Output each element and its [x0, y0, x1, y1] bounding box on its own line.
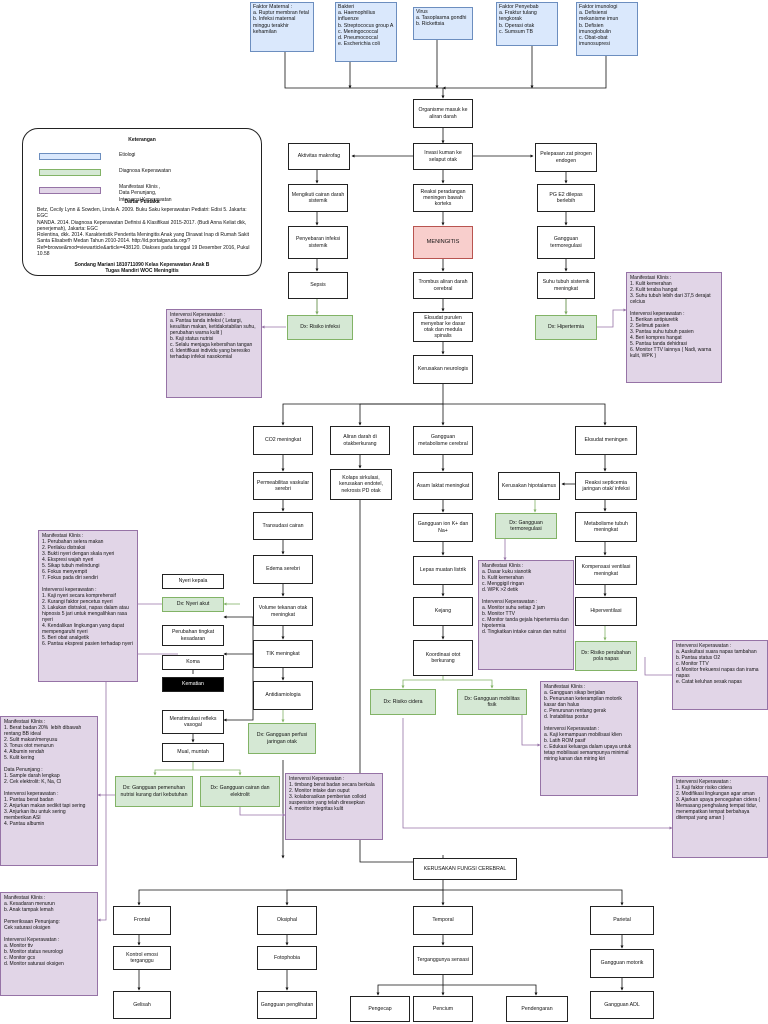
kontrol-emosi-node: Kontrol emosi terganggu: [113, 946, 171, 970]
pengecap-node: Pengecap: [350, 996, 410, 1022]
eksudat-purulen-node: Eksudat purulen menyebar ke dasar otak d…: [413, 312, 473, 342]
aliran-darah-node: Aliran darah di otakberkurang: [330, 426, 390, 455]
gangguan-ion-node: Gangguan ion K+ dan Na+: [413, 513, 473, 542]
legend-swatch-diagnosa: [39, 169, 101, 176]
intervensi-cairan-box: Intervensi Keperawatan : 1. timbang bera…: [285, 773, 383, 840]
terganggunya-sensasi-node: Terganggunya sensasi: [413, 946, 473, 975]
koma-node: Koma: [162, 655, 224, 670]
tik-node: TIK meningkat: [253, 640, 313, 668]
invasi-node: Invasi kuman ke selaput otak: [413, 143, 473, 170]
mual-node: Mual, muntah: [162, 743, 224, 762]
kerusakan-neurologis-node: Kerusakan neurologis: [413, 355, 473, 384]
author-footer: Sondang Mariani 1810711090 Kelas Keperaw…: [74, 262, 210, 275]
faktor-penyebab-node: Faktor Penyebab a. Fraktur tulang tengko…: [496, 2, 558, 46]
kerusakan-fungsi-node: KERUSAKAN FUNGSI CEREBRAL: [413, 858, 517, 880]
perubahan-kesadaran-node: Perubahan tingkat kesadaran: [162, 625, 224, 646]
pg-e2-node: PG E2 dilepas berlebih: [537, 184, 595, 212]
kolaps-sirkulasi-node: Kolaps sirkulasi, kerusakan endotel, nek…: [330, 469, 392, 500]
gangguan-termoregulasi-node: Gangguan termoregulasi: [537, 226, 595, 259]
intervensi-pola-napas-box: Intervensi Keperawatan : a. Auskultasi s…: [672, 640, 768, 710]
nyeri-kepala-node: Nyeri kepala: [162, 574, 224, 589]
reaksi-peradangan-node: Reaksi peradangan meningen bawah korteks: [413, 184, 473, 212]
intervensi-nutrisi-box: Manifestasi Klinis : 1. Berat badan 20% …: [0, 716, 98, 866]
legend-label-etiologi: Etiologi: [119, 152, 136, 158]
dx-risiko-infeksi-node: Dx: Risiko infeksi: [287, 315, 353, 340]
co2-node: CO2 meningkat: [253, 426, 313, 455]
hiperventilasi-node: Hiperventilasi: [575, 597, 637, 626]
reference-text: Betz, Cecily Lynn & Sowden, Linda A. 200…: [37, 207, 250, 257]
dx-termoregulasi-node: Dx: Gangguan termoregulasi: [495, 513, 557, 539]
gangguan-penglihatan-node: Gangguan penglihatan: [257, 991, 317, 1019]
gangguan-metabolisme-node: Gangguan metabolisme cerebral: [413, 426, 473, 455]
temporal-node: Temporal: [413, 906, 473, 935]
dx-perfusi-node: Dx: Gangguan perfusi jaringan otak: [248, 723, 316, 754]
legend-label-diagnosa: Diagnosa Keperawatan: [119, 168, 171, 174]
antidiamiologia-node: Antidiamiologia: [253, 681, 313, 710]
legend-swatch-manifestasi: [39, 187, 101, 194]
legend-box: Keterangan Etiologi Diagnosa Keperawatan…: [22, 128, 262, 276]
intervensi-hipertermia-box: Manifestasi Klinis : 1. Kulit kemerahan …: [626, 272, 722, 383]
faktor-imunologi-node: Faktor imunologi a. Defisiensi mekanisme…: [576, 2, 638, 56]
virus-node: Virus a. Tasoplasma gondhi b. Rickettsia: [413, 7, 473, 40]
fotophobia-node: Fotophobia: [257, 946, 317, 970]
kompensasi-ventilasi-node: Kompensasi ventilasi meningkat: [575, 556, 637, 585]
asam-laktat-node: Asam laktat meningkat: [413, 472, 473, 500]
metabolisme-tubuh-node: Metabolisme tubuh meningkat: [575, 512, 637, 542]
dx-cidera-node: Dx: Risiko cidera: [370, 689, 436, 715]
kerusakan-hipotalamus-node: Kerusakan hipotalamus: [498, 472, 560, 500]
gangguan-motorik-node: Gangguan motorik: [590, 949, 654, 978]
permeabilitas-node: Permeabilitas vaskular serebri: [253, 472, 313, 500]
intervensi-termoregulasi-box: Manifestasi Klinis : a. Dasar kuku siano…: [478, 560, 574, 670]
legend-label-manifestasi: Manifestasi Klinis , Data Penunjang, Int…: [119, 184, 172, 203]
faktor-maternal-node: Faktor Maternal : a. Ruptur membran feta…: [250, 2, 314, 52]
koordinasi-node: Koordinasi otot berkurang: [413, 640, 473, 676]
legend-title: Keterangan: [128, 137, 156, 143]
pencium-node: Pencium: [413, 996, 473, 1022]
parietal-node: Parietal: [590, 906, 654, 935]
reference-title: Daftar Pustaka: [124, 199, 160, 205]
transudasi-node: Transudasi cairan: [253, 512, 313, 540]
dx-nutrisi-node: Dx: Gangguan pemenuhan nutrisi kurang da…: [115, 776, 193, 807]
intervensi-cidera-box: Intervensi Keperawatan : 1. Kaji faktor …: [672, 776, 768, 858]
lepas-muatan-node: Lepas muatan listrik: [413, 556, 473, 585]
sepsis-node: Sepsis: [288, 272, 348, 299]
pendengaran-node: Pendengaran: [506, 996, 568, 1022]
suhu-tubuh-node: Suhu tubuh sistemik meningkat: [537, 272, 595, 299]
reaksi-septicemia-node: Reaksi septicemia jaringan otak/ infeksi: [575, 472, 637, 500]
edema-node: Edema serebri: [253, 555, 313, 584]
dx-nyeri-node: Dx: Nyeri akut: [162, 597, 224, 612]
menstimulasi-node: Menstimulasi refleks vasogal: [162, 710, 224, 734]
intervensi-infeksi-box: Intervensi Keperawatan : a. Pantau tanda…: [166, 309, 262, 398]
gelisah-node: Gelisah: [113, 991, 171, 1019]
intervensi-mobilitas-box: Manifestasi Klinis : a. Gangguan sikap b…: [540, 681, 638, 796]
eksudat-meningen-node: Eksudat meningen: [575, 426, 637, 455]
bakteri-node: Bakteri a. Haemophilius influenze b. Str…: [335, 2, 397, 62]
dx-pola-napas-node: Dx: Risiko perubahan pola napas: [575, 641, 637, 671]
intervensi-nyeri-box: Manifestasi Klinis : 1. Perubahan selera…: [38, 530, 138, 682]
dx-hipertermia-node: Dx: Hipertermia: [535, 315, 597, 340]
meningitis-node: MENINGITIS: [413, 226, 473, 259]
legend-swatch-etiologi: [39, 153, 101, 160]
kematian-node: Kematian: [162, 677, 224, 692]
penyebaran-infeksi-node: Penyebaran infeksi sistemik: [288, 226, 348, 259]
kejang-node: Kejang: [413, 597, 473, 626]
dx-mobilitas-node: Dx: Gangguan mobilitas fisik: [457, 689, 527, 715]
frontal-node: Frontal: [113, 906, 171, 935]
dx-cairan-node: Dx: Gangguan cairan dan elektrolit: [200, 776, 280, 807]
aktivitas-makrofag-node: Aktivitas makrofag: [288, 143, 350, 170]
mengikuti-cairan-node: Mengikuti cairan darah sistemik: [288, 184, 348, 212]
gangguan-adl-node: Gangguan ADL: [590, 991, 654, 1019]
oksiphal-node: Oksiphal: [257, 906, 317, 935]
intervensi-kesadaran-box: Manifestasi Klinis : a. Kesadaran menuru…: [0, 892, 98, 996]
organisme-node: Organisme masuk ke aliran darah: [413, 99, 473, 128]
volume-tekanan-node: Volume tekanan otak meningkat: [253, 597, 313, 626]
trombus-node: Trombus aliran darah cerebral: [413, 272, 473, 299]
pelepasan-zat-node: Pelepasan zat pirogen endogen: [535, 143, 597, 172]
